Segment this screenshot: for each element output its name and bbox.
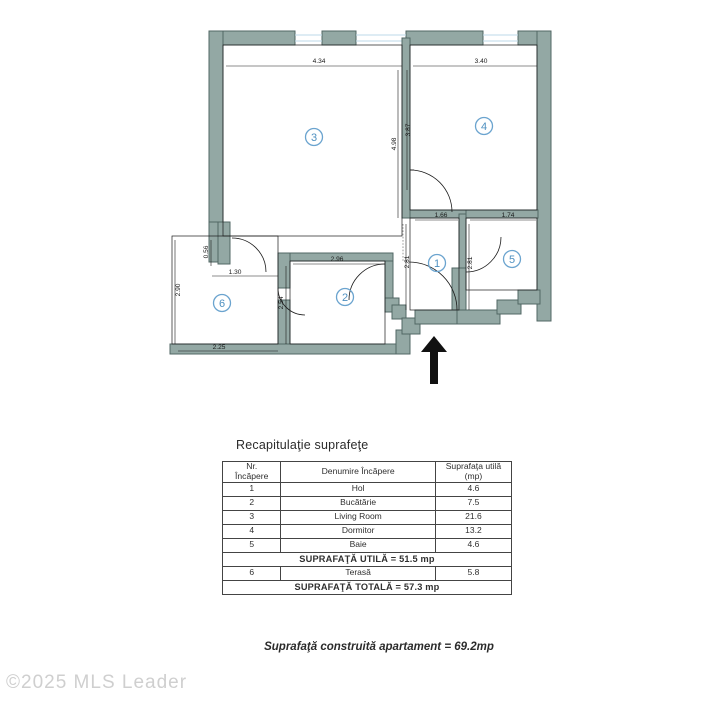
room-number-6: 6 <box>219 298 225 310</box>
dimension-1-74: 1.74 <box>502 212 515 219</box>
dimension-3-40: 3.40 <box>475 58 488 65</box>
table-row: 1 Hol 4.6 <box>221 481 513 497</box>
room-outlines <box>171 44 538 345</box>
row-nr: 6 <box>221 565 282 581</box>
dimension-1-66: 1.66 <box>435 212 448 219</box>
row-name: Dormitor <box>280 523 436 539</box>
table-title: Recapitulaţie suprafeţe <box>236 438 369 452</box>
floor-plan: .wall{fill:#93a8a4;stroke:#526764;stroke… <box>169 30 552 384</box>
area-recap-table: Nr. Încăpere Denumire Încăpere Suprafaţa… <box>221 461 513 595</box>
table-row: 2 Bucătărie 7.5 <box>221 495 513 511</box>
table-row: 4 Dormitor 13.2 <box>221 523 513 539</box>
row-name: Living Room <box>280 509 436 525</box>
dimension-4-98: 4.98 <box>391 137 398 150</box>
window-openings <box>295 34 518 42</box>
dimension-2-81-bath: 2.81 <box>467 256 474 269</box>
row-area: 7.5 <box>434 495 513 511</box>
subtotal-utila: SUPRAFAŢĂ UTILĂ = 51.5 mp <box>222 551 512 567</box>
header-area-line2: (mp) <box>464 470 483 481</box>
header-area-line1: Suprafaţa utilă <box>445 461 502 471</box>
header-nr-line1: Nr. <box>246 461 258 471</box>
row-nr: 5 <box>221 537 282 553</box>
subtotal-utila-row: SUPRAFAŢĂ UTILĂ = 51.5 mp <box>222 551 512 567</box>
room-number-1: 1 <box>434 258 440 270</box>
row-area: 4.6 <box>434 481 513 497</box>
table-row-terrace: 6 Terasă 5.8 <box>221 565 513 581</box>
total-row: SUPRAFAŢĂ TOTALĂ = 57.3 mp <box>222 579 512 595</box>
door-swings <box>231 169 502 316</box>
row-name: Baie <box>280 537 436 553</box>
row-nr: 2 <box>221 495 282 511</box>
dimension-2-96: 2.96 <box>331 256 344 263</box>
header-nr-line2: Încăpere <box>235 470 269 481</box>
row-nr: 3 <box>221 509 282 525</box>
dimension-4-34: 4.34 <box>313 58 326 65</box>
row-name: Hol <box>280 481 436 497</box>
dimension-3-87: 3.87 <box>405 123 412 136</box>
header-nr: Nr. Încăpere <box>221 461 282 483</box>
dimension-2-25: 2.25 <box>213 344 226 351</box>
dimension-0-56: 0.56 <box>203 245 210 258</box>
row-nr: 1 <box>221 481 282 497</box>
room-number-3: 3 <box>311 132 317 144</box>
row-name: Terasă <box>280 565 436 581</box>
watermark: ©2025 MLS Leader <box>6 672 188 693</box>
dimension-labels: 4.34 3.40 4.98 3.87 1.66 1.74 2.81 2.81 … <box>175 58 515 351</box>
wall-group <box>169 30 552 355</box>
dimension-lines <box>174 65 537 352</box>
room-number-4: 4 <box>481 121 487 133</box>
dimension-2-54: 2.54 <box>278 296 285 309</box>
table-row: 5 Baie 4.6 <box>221 537 513 553</box>
row-nr: 4 <box>221 523 282 539</box>
row-name: Bucătărie <box>280 495 436 511</box>
room-number-5: 5 <box>509 254 515 266</box>
entrance-arrow <box>421 336 447 384</box>
table-header-row: Nr. Încăpere Denumire Încăpere Suprafaţa… <box>221 461 513 483</box>
dimension-2-81-hall: 2.81 <box>404 255 411 268</box>
table-row: 3 Living Room 21.6 <box>221 509 513 525</box>
header-area: Suprafaţa utilă (mp) <box>434 461 513 483</box>
room-number-2: 2 <box>342 292 348 304</box>
total-area: SUPRAFAŢĂ TOTALĂ = 57.3 mp <box>222 579 512 595</box>
row-area: 21.6 <box>434 509 513 525</box>
built-area-footer: Suprafaţă construită apartament = 69.2mp <box>264 641 494 653</box>
row-area: 13.2 <box>434 523 513 539</box>
dimension-1-30: 1.30 <box>229 269 242 276</box>
room-number-labels: 3 4 1 2 5 6 <box>212 116 522 313</box>
row-area: 5.8 <box>434 565 513 581</box>
header-name: Denumire Încăpere <box>280 461 436 483</box>
dimension-2-90: 2.90 <box>175 283 182 296</box>
row-area: 4.6 <box>434 537 513 553</box>
